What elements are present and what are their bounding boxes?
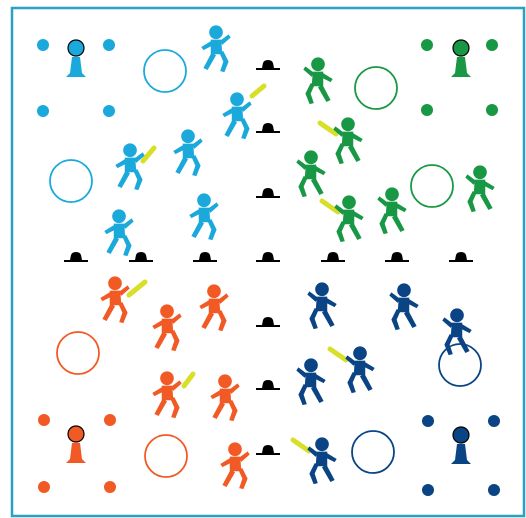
running-child-icon xyxy=(104,209,133,256)
floor-spot xyxy=(103,39,115,51)
low-cone-icon xyxy=(64,252,88,262)
running-child-icon xyxy=(296,358,325,405)
hula-hoop-icon xyxy=(439,344,481,386)
floor-spot xyxy=(422,484,434,496)
child-with-pool-noodle-icon xyxy=(333,117,362,164)
child-with-pool-noodle-icon xyxy=(222,92,251,139)
pool-noodle xyxy=(184,374,193,386)
pool-noodle xyxy=(143,148,154,161)
pool-noodle xyxy=(320,123,336,134)
cone-lines xyxy=(64,60,473,455)
base-orange xyxy=(38,414,116,493)
pool-noodle xyxy=(330,349,346,360)
hula-hoop-icon xyxy=(145,435,187,477)
child-with-pool-noodle-icon xyxy=(100,276,129,323)
running-child-icon xyxy=(442,308,471,355)
floor-spot xyxy=(104,481,116,493)
child-with-pool-noodle-icon xyxy=(334,195,363,242)
pool-noodle xyxy=(252,86,264,96)
low-cone-icon xyxy=(193,252,217,262)
floor-spot xyxy=(421,39,433,51)
hula-hoop-icon xyxy=(50,160,92,202)
floor-spot xyxy=(37,105,49,117)
child-with-pool-noodle-icon xyxy=(307,437,336,484)
running-child-icon xyxy=(201,25,230,72)
child-with-pool-noodle-icon xyxy=(345,346,374,393)
floor-spot xyxy=(488,415,500,427)
floor-spot xyxy=(103,105,115,117)
low-cone-icon xyxy=(256,123,280,133)
child-with-pool-noodle-icon xyxy=(152,371,181,418)
low-cone-icon xyxy=(385,252,409,262)
floor-spot xyxy=(421,104,433,116)
pawn-marker-icon xyxy=(451,427,471,464)
floor-spot xyxy=(486,39,498,51)
hula-hoop-icon xyxy=(57,332,99,374)
floor-spot xyxy=(488,484,500,496)
running-child-icon xyxy=(465,165,494,212)
team-blue-players xyxy=(104,25,251,256)
pawn-marker-icon xyxy=(451,40,471,77)
hula-hoop-icon xyxy=(355,67,397,109)
floor-spot xyxy=(38,414,50,426)
hula-hoop-icon xyxy=(411,165,453,207)
running-child-icon xyxy=(152,304,181,351)
running-child-icon xyxy=(303,57,332,104)
low-cone-icon xyxy=(256,445,280,455)
floor-spot xyxy=(104,414,116,426)
low-cone-icon xyxy=(256,60,280,70)
low-cone-icon xyxy=(129,252,153,262)
pawn-marker-icon xyxy=(66,426,86,463)
team-orange-players xyxy=(100,276,249,489)
running-child-icon xyxy=(296,150,325,197)
team-navy-players xyxy=(296,282,471,484)
base-blue xyxy=(37,39,115,117)
floor-spot xyxy=(38,481,50,493)
low-cone-icon xyxy=(256,188,280,198)
low-cone-icon xyxy=(449,252,473,262)
hula-hoop-icon xyxy=(352,431,394,473)
running-child-icon xyxy=(389,283,418,330)
child-with-pool-noodle-icon xyxy=(115,143,144,190)
team-green-players xyxy=(296,57,494,242)
running-child-icon xyxy=(210,374,239,421)
pool-noodle xyxy=(293,440,309,451)
low-cone-icon xyxy=(256,380,280,390)
pool-noodles xyxy=(129,86,346,451)
running-child-icon xyxy=(189,193,218,240)
pawn-marker-icon xyxy=(66,40,86,77)
hula-hoop-icon xyxy=(144,50,186,92)
low-cone-icon xyxy=(256,252,280,262)
floor-spot xyxy=(422,415,434,427)
pool-noodle xyxy=(129,282,145,295)
running-child-icon xyxy=(220,442,249,489)
running-child-icon xyxy=(199,284,228,331)
floor-spot xyxy=(37,39,49,51)
running-child-icon xyxy=(307,282,336,329)
floor-spot xyxy=(486,104,498,116)
running-child-icon xyxy=(377,187,406,234)
running-child-icon xyxy=(173,129,202,176)
base-green xyxy=(421,39,498,116)
base-navy xyxy=(422,415,500,496)
low-cone-icon xyxy=(321,252,345,262)
low-cone-icon xyxy=(256,317,280,327)
